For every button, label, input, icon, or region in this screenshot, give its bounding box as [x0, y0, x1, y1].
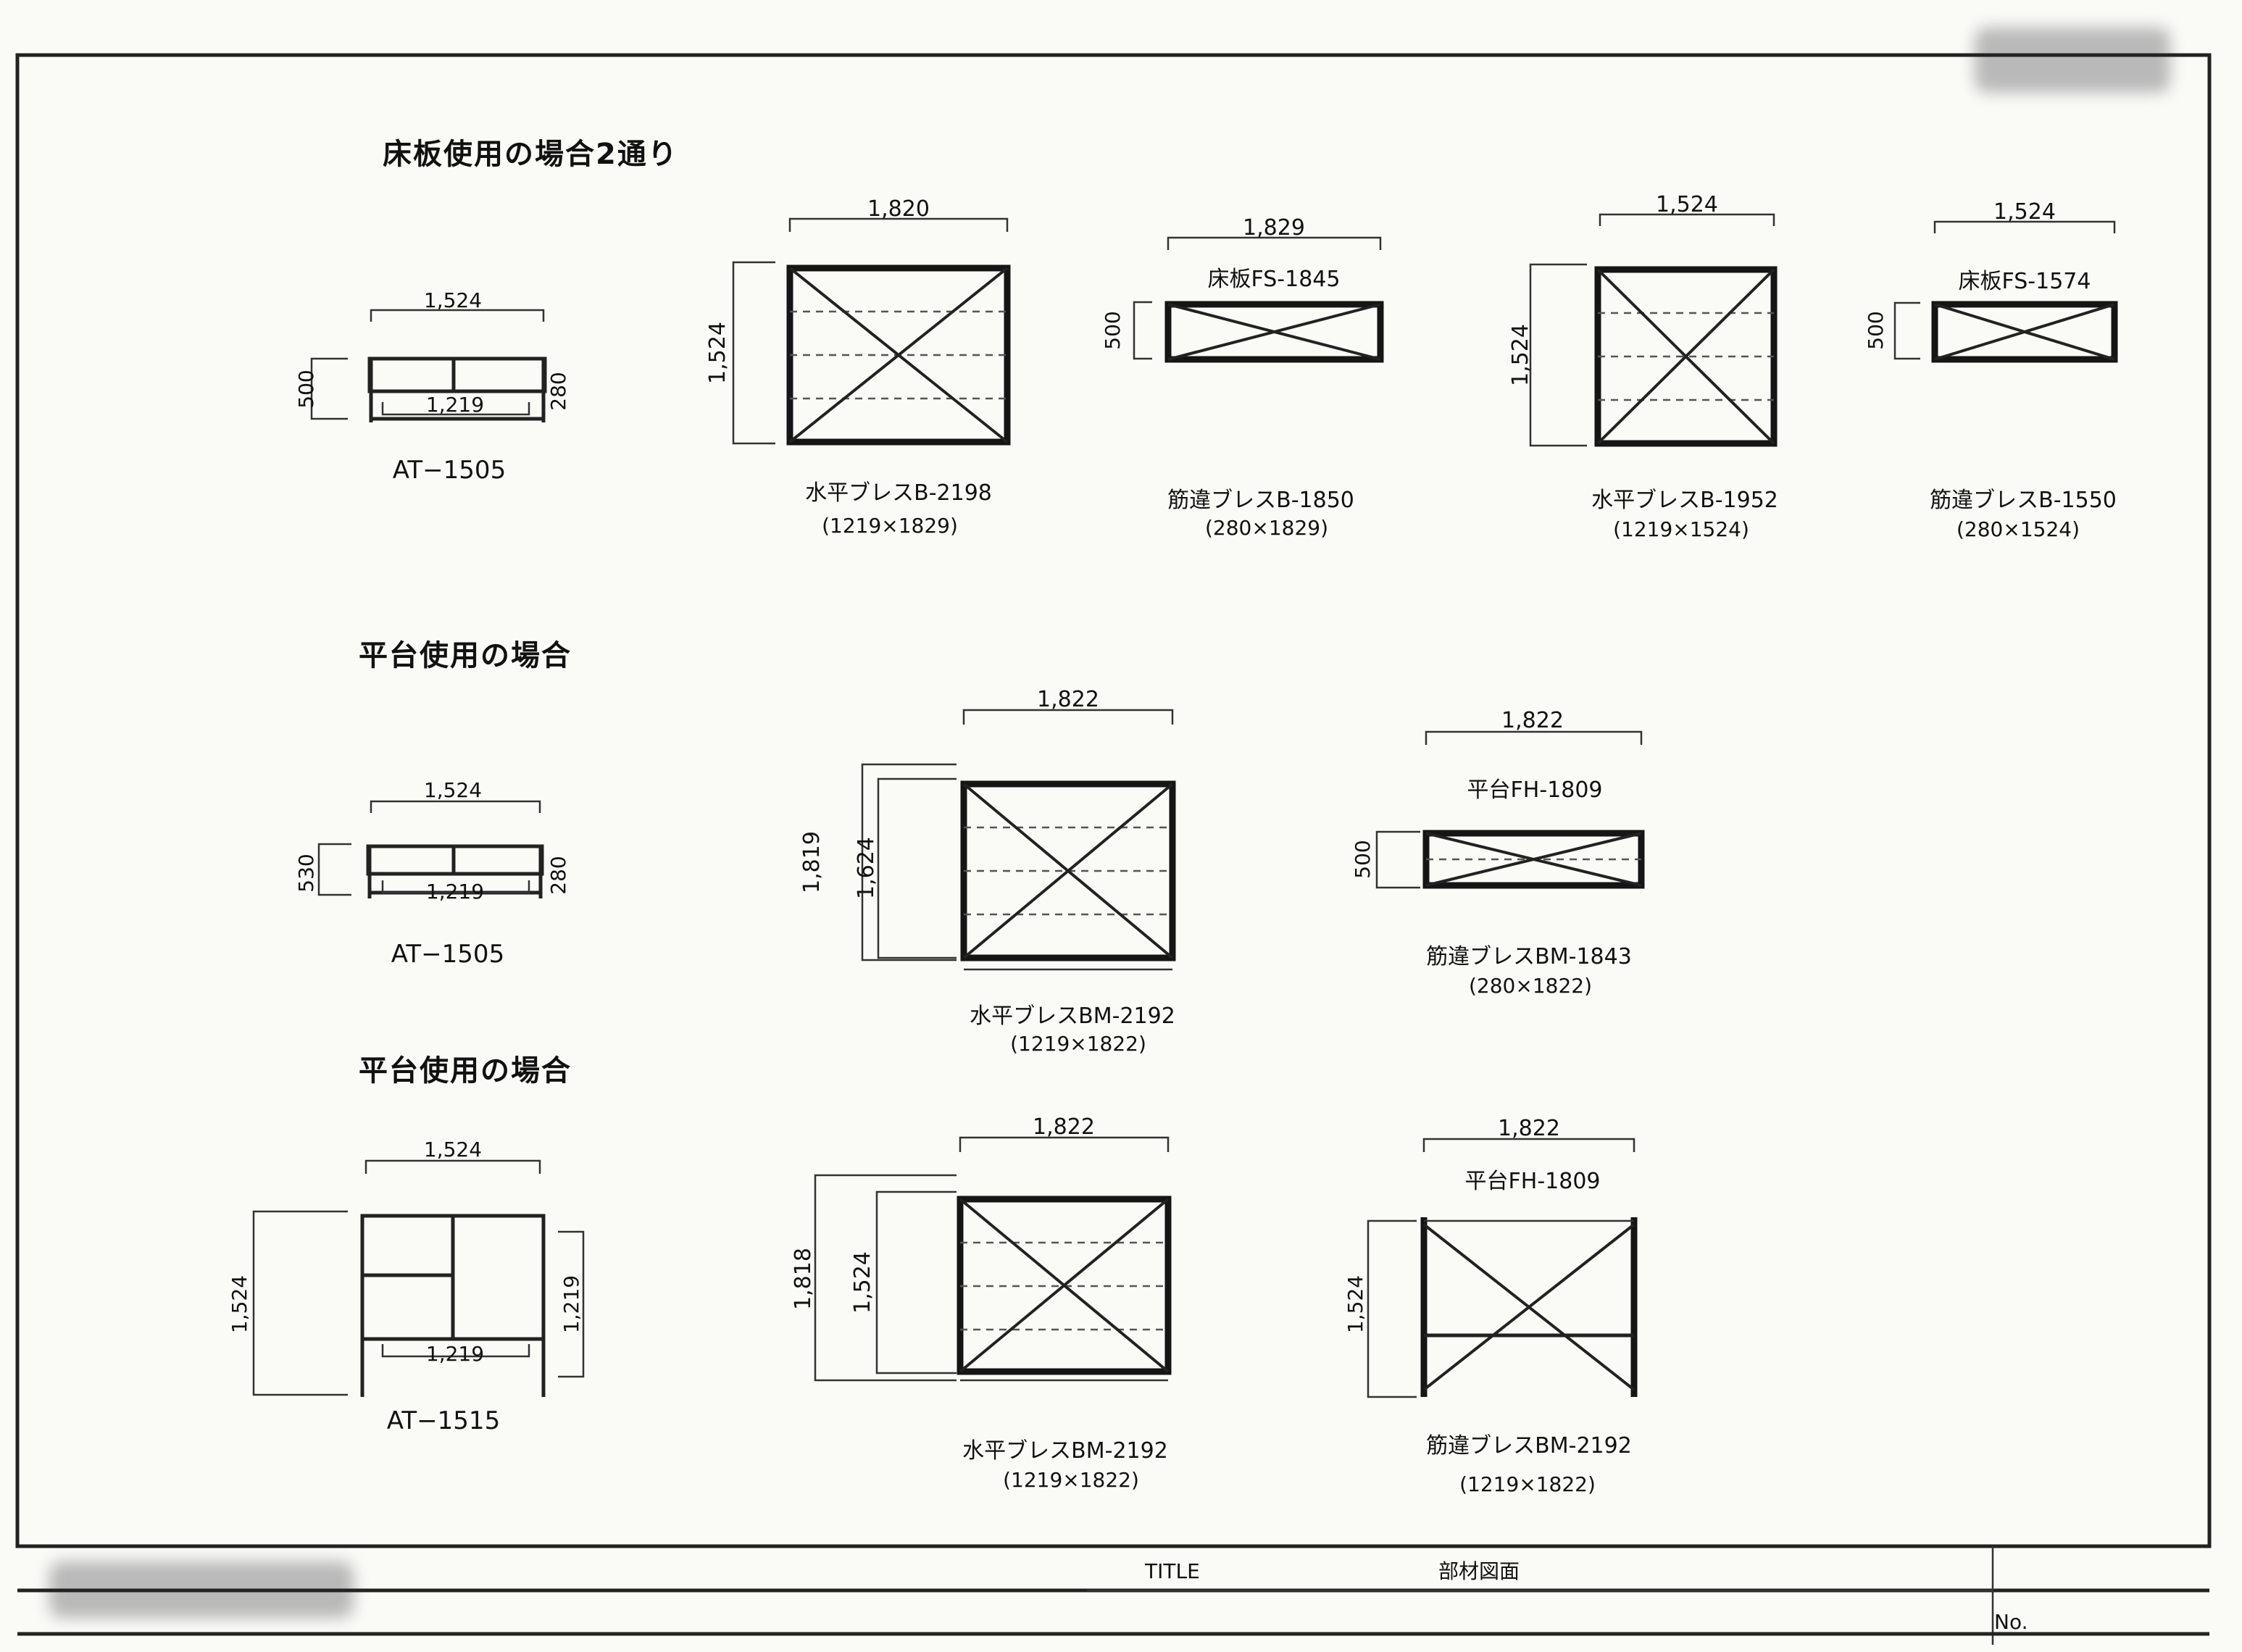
dim-right: 1,219 — [559, 1275, 583, 1333]
dim-height: 1,524 — [705, 322, 730, 384]
dim-height: 500 — [294, 370, 318, 408]
dim-width: 1,524 — [1993, 199, 2056, 225]
dim-height: 1,524 — [228, 1275, 251, 1333]
sheet-border — [15, 53, 2212, 1548]
title-key: TITLE — [1144, 1559, 1200, 1583]
title-value: 部材図面 — [1438, 1559, 1520, 1583]
dim-width: 1,524 — [424, 1138, 482, 1161]
dim-width: 1,524 — [1656, 192, 1718, 217]
diagonal-brace-bm1843: 1,822 平台FH-1809 500 筋違ブレスBM-1843 (280×18… — [1351, 708, 1645, 998]
plate-label: 床板FS-1574 — [1959, 269, 2091, 294]
dim-inner: 1,219 — [426, 393, 484, 417]
part-label: 筋違ブレスB-1550 — [1930, 488, 2117, 513]
part-label: AT−1505 — [393, 456, 506, 485]
dim-height: 500 — [1864, 311, 1888, 349]
dim-width: 1,524 — [424, 288, 482, 312]
dim-width: 1,822 — [1037, 687, 1099, 712]
part-label: 筋違ブレスBM-2192 — [1426, 1433, 1632, 1459]
dim-height: 530 — [294, 854, 318, 892]
dim-height: 500 — [1351, 840, 1375, 878]
dim-width: 1,822 — [1498, 1116, 1560, 1141]
part-size: (280×1829) — [1205, 516, 1328, 540]
part-label: 筋違ブレスBM-1843 — [1426, 944, 1632, 969]
at-frame-row2: 1,524 530 280 1,219 AT−1505 — [294, 778, 570, 969]
part-size: (1219×1822) — [1459, 1472, 1596, 1496]
plate-label: 床板FS-1845 — [1208, 267, 1341, 292]
part-label: 水平ブレスB-2198 — [805, 480, 992, 506]
dim-width: 1,524 — [424, 778, 482, 802]
dim-outer: 1,818 — [791, 1248, 816, 1310]
dim-height: 1,524 — [1343, 1275, 1367, 1333]
dim-height: 1,524 — [1508, 324, 1533, 386]
drawing-number-label: No. — [1994, 1610, 2028, 1634]
diagonal-brace-b1550: 1,524 床板FS-1574 500 筋違ブレスB-1550 (280×152… — [1864, 199, 2118, 541]
part-size: (1219×1822) — [1003, 1468, 1139, 1492]
part-label: AT−1515 — [387, 1406, 500, 1435]
dim-depth: 280 — [546, 856, 570, 894]
horizontal-brace-bm2192-row2: 1,822 1,819 1,624 水平ブレスBM-2192 (1219×182… — [799, 687, 1176, 1056]
section-title-1: 床板使用の場合2通り — [383, 138, 678, 171]
dim-width: 1,829 — [1243, 215, 1305, 241]
dim-height: 500 — [1101, 311, 1125, 349]
horizontal-brace-bm2192-row3: 1,822 1,818 1,524 水平ブレスBM-2192 (1219×182… — [791, 1114, 1172, 1492]
part-label: 水平ブレスB-1952 — [1591, 488, 1778, 513]
part-size: (280×1822) — [1469, 974, 1592, 998]
diagonal-brace-bm2192-row3: 1,822 平台FH-1809 1,524 筋違ブレスBM-2192 (1219… — [1343, 1116, 1638, 1496]
part-size: (1219×1829) — [822, 514, 958, 538]
dim-inner: 1,524 — [850, 1251, 875, 1314]
at-frame-row1: 1,524 500 280 1,219 AT−1505 — [294, 288, 570, 485]
diagonal-brace-b1850: 1,829 床板FS-1845 500 筋違ブレスB-1850 (280×182… — [1101, 215, 1384, 540]
dim-width: 1,822 — [1501, 708, 1564, 733]
at-frame-row3: 1,524 1,524 1,219 1,219 AT−1515 — [228, 1138, 585, 1435]
part-label: 水平ブレスBM-2192 — [962, 1438, 1168, 1464]
section-title-2: 平台使用の場合 — [359, 639, 572, 672]
dim-outer: 1,819 — [799, 831, 825, 893]
part-size: (280×1524) — [1956, 517, 2080, 541]
section-title-3: 平台使用の場合 — [359, 1054, 572, 1088]
dim-width: 1,822 — [1033, 1114, 1095, 1140]
part-size: (1219×1524) — [1613, 517, 1749, 541]
plate-label: 平台FH-1809 — [1467, 777, 1603, 803]
part-size: (1219×1822) — [1010, 1032, 1146, 1056]
part-label: AT−1505 — [391, 940, 504, 969]
part-label: 筋違ブレスB-1850 — [1167, 488, 1354, 513]
redacted-logo-top-right — [1975, 28, 2170, 93]
dim-inner: 1,219 — [426, 880, 484, 904]
dim-inner: 1,219 — [426, 1342, 484, 1366]
dim-inner: 1,624 — [854, 837, 879, 899]
plate-label: 平台FH-1809 — [1465, 1169, 1601, 1194]
horizontal-brace-b2198: 1,820 1,524 水平ブレスB-2198 (1219×1829) — [705, 196, 1011, 538]
part-label: 水平ブレスBM-2192 — [970, 1004, 1175, 1029]
dim-width: 1,820 — [867, 196, 930, 222]
horizontal-brace-b1952: 1,524 1,524 水平ブレスB-1952 (1219×1524) — [1508, 192, 1778, 541]
dim-depth: 280 — [546, 372, 570, 410]
